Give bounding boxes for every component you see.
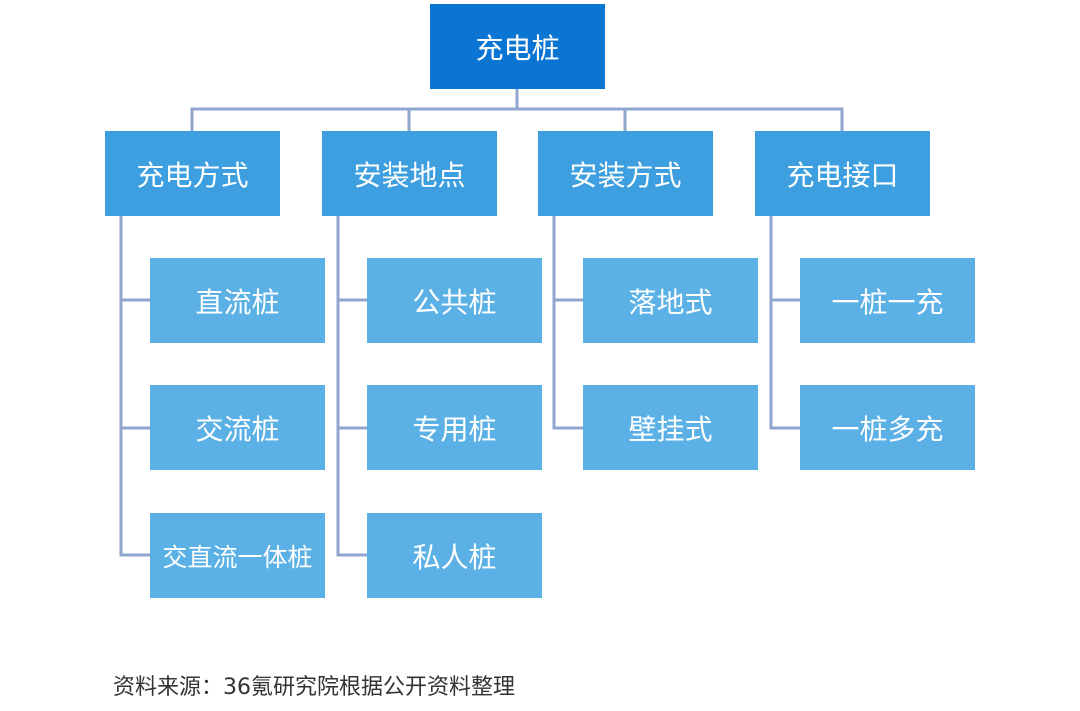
category-label: 安装方式 [569, 158, 682, 192]
category-charging-interface: 充电接口 [755, 131, 930, 216]
leaf-label: 直流桩 [195, 285, 280, 319]
source-note: 资料来源：36氪研究院根据公开资料整理 [113, 675, 515, 700]
leaf-one-pile-one-charge: 一桩一充 [800, 258, 975, 343]
category-install-method: 安装方式 [538, 131, 713, 216]
category-label: 充电方式 [136, 158, 249, 192]
leaf-label: 落地式 [628, 285, 713, 319]
leaf-wall-mounted: 壁挂式 [583, 385, 758, 470]
category-install-location: 安装地点 [322, 131, 497, 216]
leaf-label: 一桩一充 [831, 285, 944, 319]
leaf-private-pile: 私人桩 [367, 513, 542, 598]
leaf-public-pile: 公共桩 [367, 258, 542, 343]
leaf-ac-pile: 交流桩 [150, 385, 325, 470]
leaf-dedicated-pile: 专用桩 [367, 385, 542, 470]
category-label: 安装地点 [353, 158, 466, 192]
leaf-ac-dc-integrated-pile: 交直流一体桩 [150, 513, 325, 598]
leaf-label: 私人桩 [412, 540, 497, 574]
leaf-label: 壁挂式 [628, 412, 713, 446]
leaf-label: 公共桩 [412, 285, 497, 319]
leaf-label: 交流桩 [195, 412, 280, 446]
category-charging-method: 充电方式 [105, 131, 280, 216]
root-node: 充电桩 [430, 4, 605, 89]
leaf-one-pile-multi-charge: 一桩多充 [800, 385, 975, 470]
leaf-label: 专用桩 [412, 412, 497, 446]
leaf-label: 一桩多充 [831, 412, 944, 446]
category-label: 充电接口 [786, 158, 899, 192]
leaf-dc-pile: 直流桩 [150, 258, 325, 343]
leaf-floor-standing: 落地式 [583, 258, 758, 343]
leaf-label: 交直流一体桩 [162, 542, 313, 572]
root-node-label: 充电桩 [475, 31, 560, 65]
